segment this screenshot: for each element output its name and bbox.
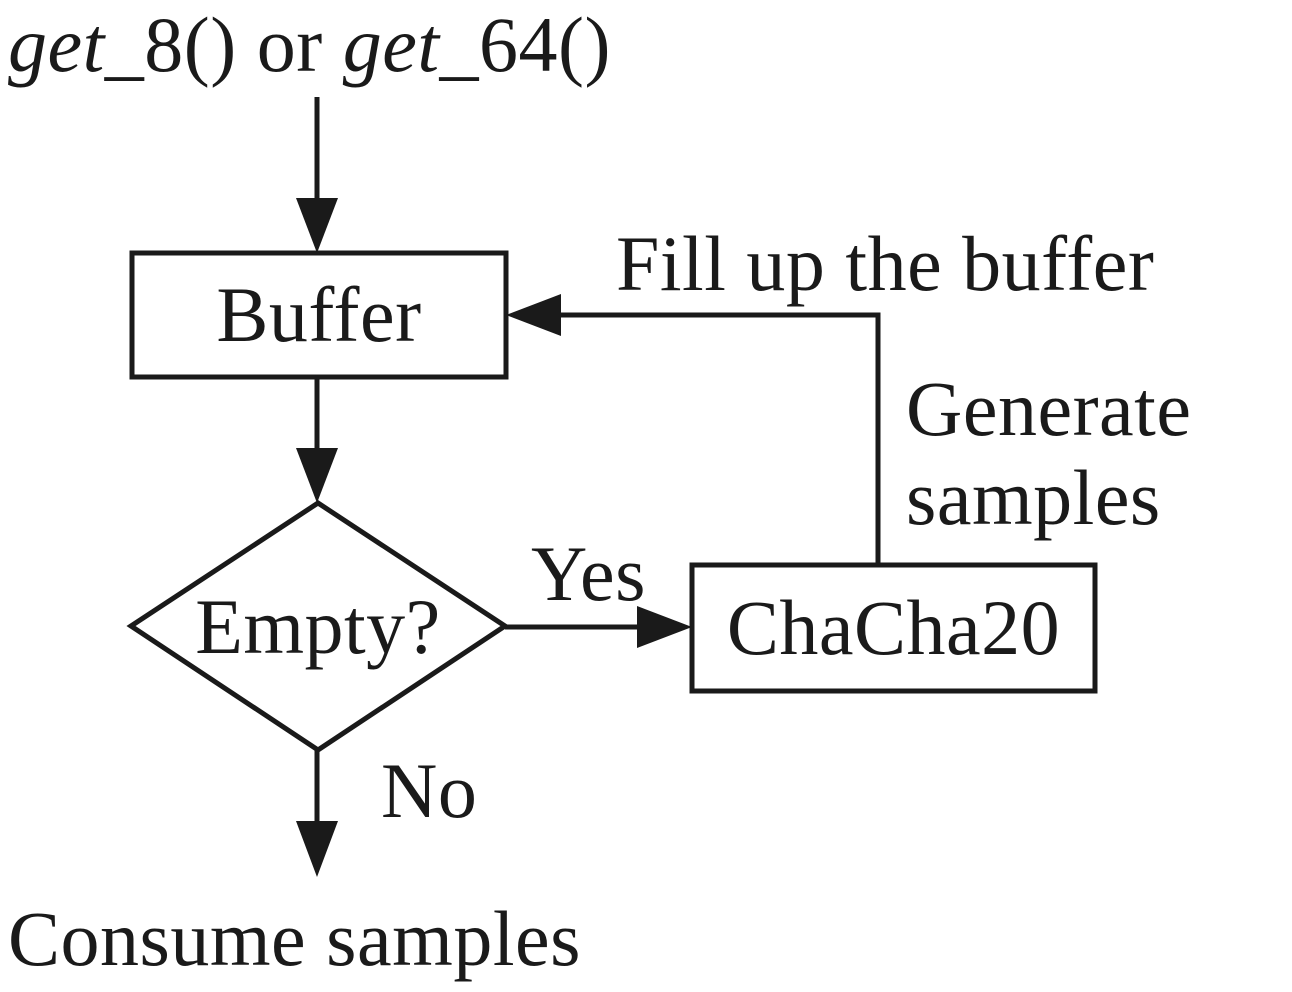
fn2-name: get xyxy=(342,1,440,88)
buffer-node-label: Buffer xyxy=(216,271,422,358)
caller-functions-label: get_8() or get_64() xyxy=(8,0,611,90)
edge-yes-to-chacha20 xyxy=(505,606,692,648)
fn1-name: get xyxy=(8,1,105,88)
yes-edge-label: Yes xyxy=(531,530,646,617)
generate-samples-edge-label: Generate samples xyxy=(906,365,1192,541)
edge-chacha20-to-buffer xyxy=(506,294,881,566)
edge-call-to-buffer xyxy=(296,97,338,253)
edge-buffer-to-decision xyxy=(296,377,338,503)
decision-node-label: Empty? xyxy=(195,582,441,670)
chacha20-node-box xyxy=(689,562,1098,694)
no-edge-label: No xyxy=(381,747,478,834)
conjunction: or xyxy=(236,1,343,88)
fn2-args: _64() xyxy=(439,1,611,88)
fn1-args: _8() xyxy=(104,1,237,88)
edge-no-to-consume xyxy=(296,750,338,877)
chacha20-node-label: ChaCha20 xyxy=(726,584,1061,671)
consume-samples-label: Consume samples xyxy=(8,895,581,982)
fill-buffer-edge-label: Fill up the buffer xyxy=(616,220,1155,307)
